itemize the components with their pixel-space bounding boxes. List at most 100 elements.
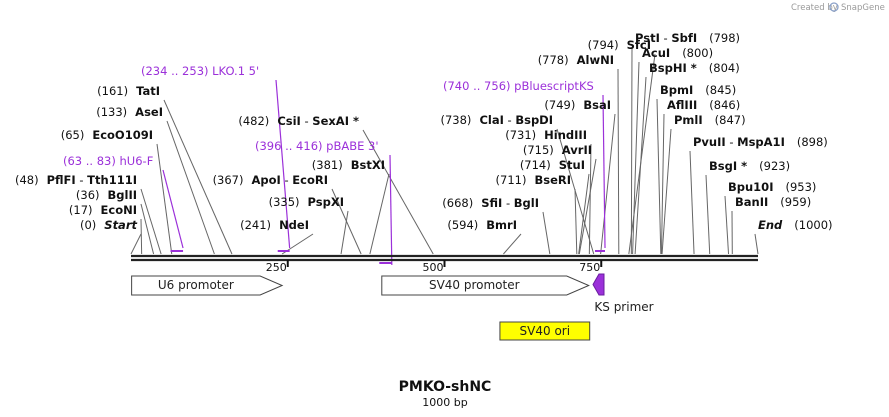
- credit-text: Created by: [791, 3, 838, 13]
- enzyme-name: AflIII: [667, 98, 697, 112]
- restriction-site[interactable]: (241)NdeI: [240, 218, 309, 232]
- site-connector: [600, 113, 616, 255]
- restriction-site[interactable]: (953)Bpu10I: [728, 180, 816, 194]
- restriction-site[interactable]: (738)ClaI - BspDI: [441, 113, 554, 127]
- site-connector: [578, 158, 597, 255]
- restriction-site[interactable]: (714)StuI: [520, 158, 585, 172]
- site-connector: [705, 174, 711, 255]
- primer-labels: (63 .. 83) hU6-F (234 .. 253) LKO.1 5' (39…: [63, 64, 594, 168]
- feature-primer[interactable]: KS primer: [592, 273, 654, 314]
- site-name: AcuI: [642, 46, 670, 60]
- restriction-site[interactable]: (798)PstI - SbfI: [635, 31, 740, 45]
- restriction-site[interactable]: (715)AvrII: [523, 143, 592, 157]
- restriction-site[interactable]: (48)PflFI - Tth111I: [15, 173, 137, 187]
- restriction-site[interactable]: (711)BseRI: [496, 173, 571, 187]
- restriction-site[interactable]: (898)PvuII - MspA1I: [693, 135, 828, 149]
- site-name: PspXI: [308, 195, 344, 209]
- primer-label[interactable]: (396 .. 416) pBABE 3': [255, 139, 379, 153]
- site-connector: [578, 173, 590, 255]
- primer-connector: [602, 94, 606, 249]
- enzyme-name: BspHI *: [649, 61, 697, 75]
- site-separator: -: [660, 31, 671, 45]
- site-position: (778): [538, 53, 569, 67]
- site-separator: -: [281, 173, 292, 187]
- sequence-backbone: [131, 254, 758, 262]
- restriction-site[interactable]: (923)BsgI *: [709, 159, 790, 173]
- site-connector: [140, 188, 162, 255]
- restriction-site[interactable]: (482) CsiI - SexAI *: [238, 114, 359, 128]
- enzyme-name: AlwNI: [577, 53, 614, 67]
- site-name: BspHI *: [649, 61, 697, 75]
- enzyme-name: SfiI: [481, 196, 502, 210]
- site-connector: [140, 218, 143, 255]
- restriction-site[interactable]: (17)EcoNI: [69, 203, 137, 217]
- feature-arrow[interactable]: U6 promoter: [131, 275, 284, 296]
- restriction-site[interactable]: (804)BspHI *: [649, 61, 740, 75]
- primer-label[interactable]: (740 .. 756) pBluescriptKS: [443, 79, 594, 93]
- restriction-site[interactable]: (731) HindIII: [505, 128, 587, 142]
- feature-arrow[interactable]: SV40 promoter: [381, 275, 590, 296]
- restriction-site[interactable]: (594)BmrI: [447, 218, 517, 232]
- site-position: (800): [682, 46, 713, 60]
- restriction-site[interactable]: (36)BglII: [76, 188, 137, 202]
- site-name: SfcI: [627, 38, 651, 52]
- restriction-site[interactable]: (800) AcuI: [642, 46, 713, 60]
- ruler-tick-label: 250: [266, 261, 287, 274]
- restriction-site[interactable]: (778) AlwNI: [538, 53, 614, 67]
- restriction-site[interactable]: (1000)End: [758, 218, 833, 232]
- restriction-site[interactable]: (381)BstXI: [312, 158, 385, 172]
- enzyme-name: EcoNI: [101, 203, 137, 217]
- site-name: BsaI: [583, 98, 611, 112]
- site-name: Bpu10I: [728, 180, 773, 194]
- restriction-site[interactable]: (845)BpmI: [660, 83, 736, 97]
- site-position: (731): [505, 128, 536, 142]
- map-title: PMKO-shNC: [399, 379, 492, 395]
- primer-label[interactable]: (63 .. 83) hU6-F: [63, 154, 153, 168]
- restriction-site[interactable]: (367)ApoI - EcoRI: [213, 173, 328, 187]
- enzyme-name: SexAI *: [312, 114, 359, 128]
- restriction-site[interactable]: (959)BanII: [735, 195, 811, 209]
- restriction-site[interactable]: (0)Start: [80, 218, 138, 232]
- site-name: HindIII: [544, 128, 587, 142]
- feature-box[interactable]: SV40 ori: [499, 321, 591, 341]
- feature-arrow-shape: [131, 275, 284, 296]
- restriction-site[interactable]: (847)PmlI: [674, 113, 746, 127]
- enzyme-name: BstXI: [351, 158, 385, 172]
- site-connector: [630, 46, 633, 255]
- restriction-site[interactable]: (846) AflIII: [667, 98, 740, 112]
- enzyme-name: PvuII: [693, 135, 726, 149]
- site-position: (482): [238, 114, 269, 128]
- enzyme-name: End: [758, 218, 783, 232]
- site-connector: [588, 143, 592, 255]
- restriction-site[interactable]: (668)SfiI - BglI: [442, 196, 539, 210]
- site-position: (48): [15, 173, 39, 187]
- restriction-site[interactable]: (133)AseI: [96, 105, 163, 119]
- site-connector: [632, 61, 640, 255]
- ruler-tick-label: 750: [579, 261, 600, 274]
- site-connector: [656, 98, 662, 255]
- site-name: BsgI *: [709, 159, 747, 173]
- site-name: AseI: [135, 105, 163, 119]
- site-position: (0): [80, 218, 96, 232]
- restriction-site[interactable]: (65)EcoO109I: [61, 128, 153, 142]
- site-position: (36): [76, 188, 100, 202]
- enzyme-name: SfcI: [627, 38, 651, 52]
- site-connector: [340, 210, 349, 255]
- restriction-site[interactable]: (335)PspXI: [269, 195, 344, 209]
- restriction-site[interactable]: (161)TatI: [97, 84, 160, 98]
- primer-label[interactable]: (234 .. 253) LKO.1 5': [141, 64, 259, 78]
- site-position: (594): [447, 218, 478, 232]
- site-connector: [556, 128, 595, 255]
- site-name: CsiI - SexAI *: [277, 114, 359, 128]
- restriction-site[interactable]: (749)BsaI: [544, 98, 611, 112]
- enzyme-name: BspDI: [515, 113, 553, 127]
- enzyme-name: NdeI: [279, 218, 309, 232]
- site-connector: [660, 113, 665, 255]
- enzyme-name: BanII: [735, 195, 768, 209]
- site-position: (846): [709, 98, 740, 112]
- enzyme-name: BglI: [514, 196, 539, 210]
- restriction-site[interactable]: (794)SfcI: [588, 38, 651, 52]
- site-connector: [130, 233, 142, 255]
- site-name: PmlI: [674, 113, 703, 127]
